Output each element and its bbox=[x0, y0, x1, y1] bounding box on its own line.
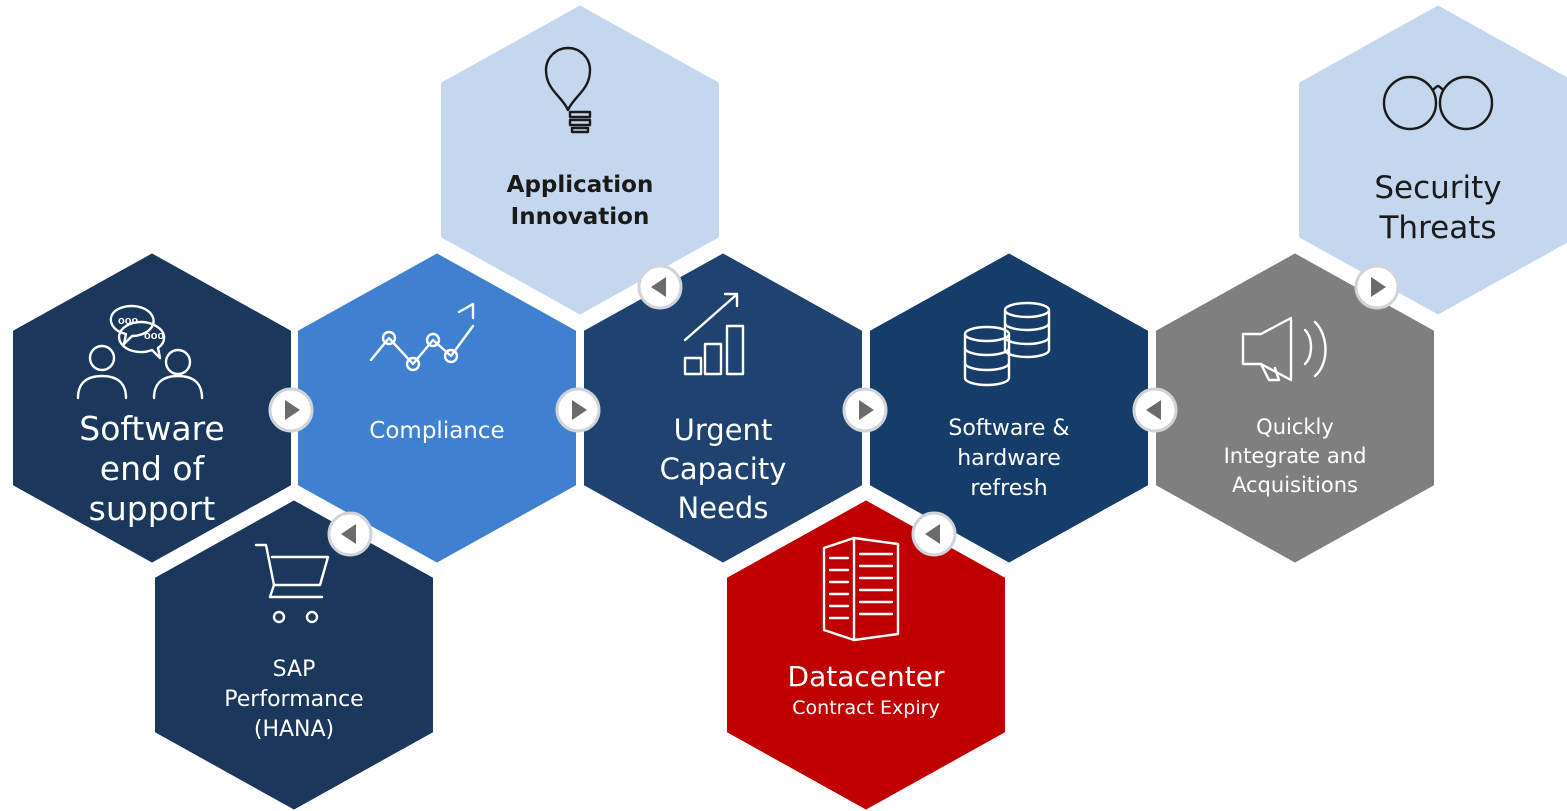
hexagon-label-line: hardware bbox=[957, 446, 1061, 471]
hexagon-label-line: Contract Expiry bbox=[792, 697, 939, 719]
hexagon-label-line: SAP bbox=[273, 657, 316, 682]
connector-3 bbox=[555, 387, 601, 433]
svg-text:ooo: ooo bbox=[144, 330, 164, 342]
hexagon-label-line: Software & bbox=[948, 416, 1069, 441]
megaphone-icon bbox=[1241, 316, 1327, 382]
arrow-left-icon bbox=[925, 524, 940, 544]
hexagon-label-line: Software bbox=[79, 409, 224, 448]
arrow-left-icon bbox=[341, 524, 356, 544]
connector-5 bbox=[842, 387, 888, 433]
hexagon-label-line: (HANA) bbox=[254, 717, 334, 742]
hexagon-label-line: Integrate and bbox=[1224, 444, 1367, 468]
hexagon-sap-performance: SAP Performance (HANA) bbox=[149, 493, 439, 811]
growth-bar-chart-icon bbox=[683, 292, 745, 376]
hexagon-label-line: Compliance bbox=[369, 418, 504, 444]
database-stack-icon bbox=[963, 301, 1051, 387]
arrow-right-icon bbox=[285, 400, 300, 420]
arrow-right-icon bbox=[1371, 277, 1386, 297]
hexagon-label-line: support bbox=[89, 489, 216, 528]
shopping-cart-icon bbox=[254, 543, 330, 624]
connector-4 bbox=[637, 264, 683, 310]
hexagon-shape bbox=[149, 493, 439, 811]
connector-6 bbox=[911, 511, 957, 557]
hexagon-label-line: refresh bbox=[970, 476, 1047, 501]
hexagon-shape bbox=[435, 0, 725, 322]
arrow-right-icon bbox=[572, 400, 587, 420]
connector-8 bbox=[1354, 264, 1400, 310]
hexagon-label-line: Threats bbox=[1378, 210, 1496, 246]
lightbulb-icon bbox=[544, 46, 592, 134]
hexagon-shape bbox=[721, 493, 1011, 811]
arrow-left-icon bbox=[1146, 400, 1161, 420]
hexagon-label-line: Application bbox=[507, 172, 654, 198]
connector-1 bbox=[268, 387, 314, 433]
connector-2 bbox=[327, 511, 373, 557]
hexagon-label-line: Quickly bbox=[1256, 415, 1334, 439]
hexagon-label-line: Security bbox=[1374, 170, 1501, 206]
connector-7 bbox=[1132, 387, 1178, 433]
hexagon-label-line: Acquisitions bbox=[1232, 473, 1358, 497]
svg-text:ooo: ooo bbox=[118, 315, 138, 327]
hexagon-label-line: Innovation bbox=[511, 204, 650, 230]
hexagon-label-line: Needs bbox=[678, 491, 769, 525]
hexagon-shape bbox=[1293, 0, 1567, 322]
arrow-right-icon bbox=[859, 400, 874, 420]
hexagon-shape bbox=[1150, 246, 1440, 570]
trend-line-icon bbox=[369, 302, 475, 372]
hexagon-label-line: Capacity bbox=[660, 452, 787, 486]
hexagon-label-line: end of bbox=[100, 449, 206, 488]
glasses-icon bbox=[1382, 75, 1494, 131]
hexagon-label-line: Performance bbox=[224, 687, 363, 712]
hexagon-label-line: Urgent bbox=[674, 413, 773, 447]
hexagon-label-line: Datacenter bbox=[788, 660, 945, 693]
arrow-left-icon bbox=[651, 277, 666, 297]
datacenter-building-icon bbox=[822, 536, 900, 642]
